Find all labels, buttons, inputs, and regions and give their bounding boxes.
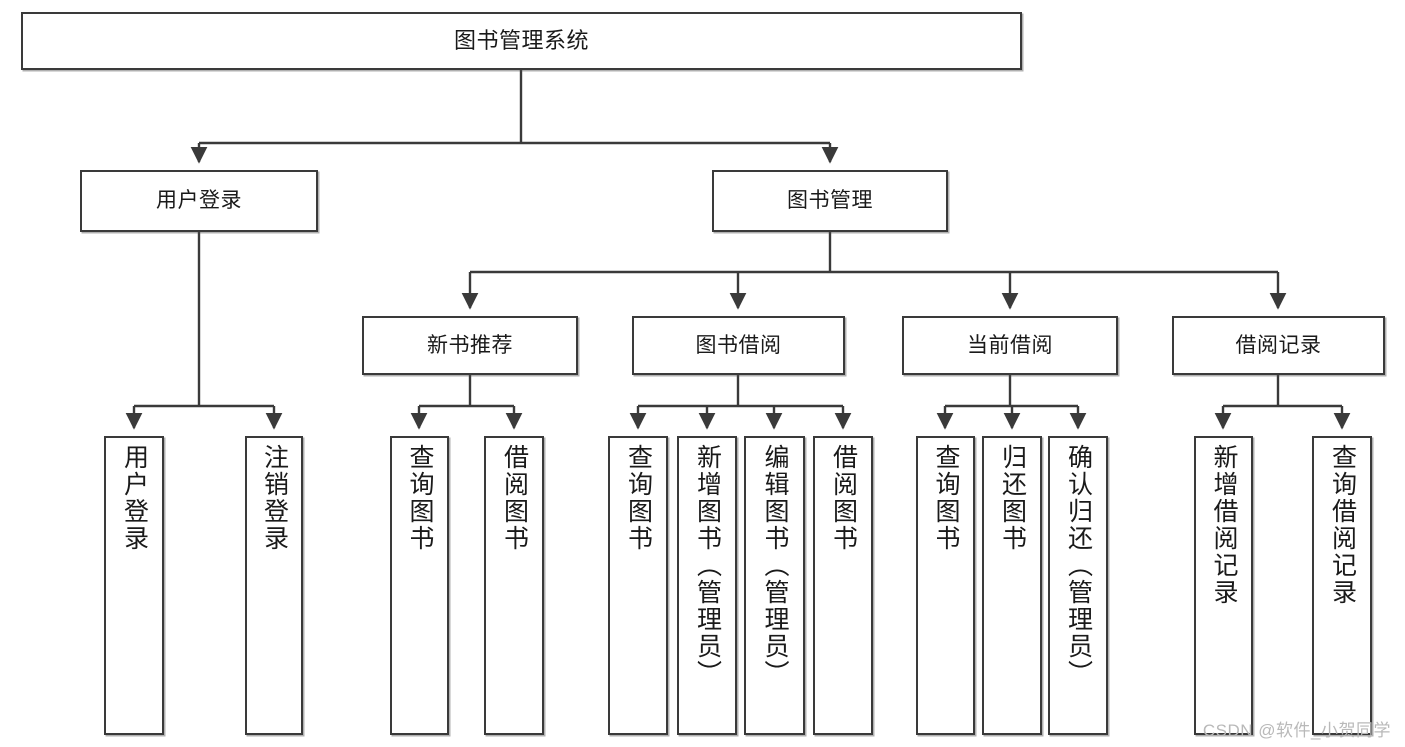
node-new-book-recommend-label: 新书推荐 [427,333,513,357]
node-leaf-add-book-label: 新增图书（管理员） [693,444,722,687]
node-leaf-add-record-label: 新增借阅记录 [1210,444,1238,606]
node-new-book-recommend[interactable]: 新书推荐 [362,316,578,375]
node-leaf-confirm-return-label: 确认归还（管理员） [1064,444,1093,687]
node-root[interactable]: 图书管理系统 [21,12,1022,70]
node-leaf-borrow-book-2-label: 借阅图书 [829,444,858,552]
node-leaf-user-login[interactable]: 用户登录 [104,436,164,735]
node-leaf-logout[interactable]: 注销登录 [245,436,303,735]
node-current-borrow[interactable]: 当前借阅 [902,316,1118,375]
node-borrow-record-label: 借阅记录 [1235,333,1322,357]
watermark: CSDN @软件_小贺同学 [1202,721,1391,740]
node-book-manage-label: 图书管理 [787,189,873,213]
node-leaf-query-book-1-label: 查询图书 [406,444,434,552]
node-leaf-return-book[interactable]: 归还图书 [982,436,1042,735]
node-leaf-confirm-return[interactable]: 确认归还（管理员） [1048,436,1108,735]
node-leaf-query-book-2-label: 查询图书 [624,444,653,552]
node-user-login-label: 用户登录 [156,189,242,213]
node-leaf-user-login-label: 用户登录 [120,444,149,552]
node-leaf-query-book-1[interactable]: 查询图书 [390,436,449,735]
node-leaf-query-book-2[interactable]: 查询图书 [608,436,668,735]
node-leaf-borrow-book-1-label: 借阅图书 [500,444,529,552]
node-leaf-edit-book[interactable]: 编辑图书（管理员） [744,436,805,735]
node-leaf-add-record[interactable]: 新增借阅记录 [1194,436,1253,735]
node-leaf-query-book-3[interactable]: 查询图书 [916,436,975,735]
node-leaf-return-book-label: 归还图书 [998,444,1027,552]
node-leaf-logout-label: 注销登录 [260,444,289,552]
node-leaf-query-book-3-label: 查询图书 [932,444,960,552]
node-book-manage[interactable]: 图书管理 [712,170,948,232]
node-leaf-query-record[interactable]: 查询借阅记录 [1312,436,1372,735]
node-leaf-query-record-label: 查询借阅记录 [1328,444,1357,606]
node-leaf-borrow-book-2[interactable]: 借阅图书 [813,436,873,735]
node-user-login[interactable]: 用户登录 [80,170,318,232]
node-borrow-record[interactable]: 借阅记录 [1172,316,1385,375]
node-leaf-edit-book-label: 编辑图书（管理员） [761,444,789,687]
node-book-borrow[interactable]: 图书借阅 [632,316,845,375]
node-book-borrow-label: 图书借阅 [695,333,782,357]
node-root-label: 图书管理系统 [453,27,589,53]
node-leaf-borrow-book-1[interactable]: 借阅图书 [484,436,544,735]
node-current-borrow-label: 当前借阅 [967,333,1053,357]
node-leaf-add-book[interactable]: 新增图书（管理员） [677,436,737,735]
